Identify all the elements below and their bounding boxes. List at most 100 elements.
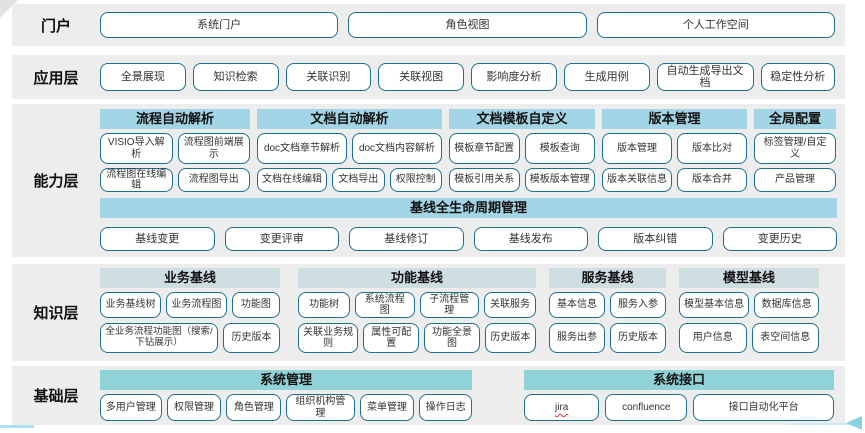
band-portal: 门户 系统门户 角色视图 个人工作空间	[12, 4, 845, 46]
jira-label: jira	[555, 401, 569, 413]
group-global-config: 全局配置 标签管理/自定义 产品管理	[754, 109, 836, 192]
group-function-baseline: 功能基线 功能树 系统流程图 子流程管理 关联服务 关联业务规则 属性可配置 功…	[298, 268, 536, 357]
cap-box: 模板章节配置	[449, 133, 520, 164]
kn-box: 用户信息	[679, 323, 747, 353]
knowledge-layer-label: 知识层	[33, 305, 79, 322]
application-items: 全景展现 知识检索 关联识别 关联视图 影响度分析 生成用例 自动生成导出文档 …	[100, 55, 845, 99]
cap-box: 模板引用关系	[449, 168, 520, 192]
band-application: 应用层 全景展现 知识检索 关联识别 关联视图 影响度分析 生成用例 自动生成导…	[12, 55, 845, 99]
kn-box: 服务入参	[610, 292, 666, 318]
bottom-right-line	[790, 423, 850, 425]
group-document-auto-parse: 文档自动解析 doc文档章节解析 doc文档内容解析 文档在线编辑 文档导出 权…	[257, 109, 442, 192]
cap-box: 流程图前端展示	[177, 133, 250, 164]
base-box: 操作日志	[419, 394, 473, 421]
bottom-left-line	[0, 425, 34, 428]
left-arrow-icon	[846, 416, 862, 430]
portal-items: 系统门户 角色视图 个人工作空间	[100, 4, 845, 46]
group-header: 功能基线	[298, 268, 536, 288]
kn-box: 系统流程图	[355, 292, 415, 318]
capability-groups: 流程自动解析 VISIO导入解析 流程图前端展示 流程图在线编辑 流程图导出 文…	[100, 109, 837, 192]
app-box: 关联识别	[285, 63, 372, 91]
app-box: 知识检索	[192, 63, 279, 91]
group-header: 文档模板自定义	[449, 109, 595, 129]
group-header: 文档自动解析	[257, 109, 442, 129]
spacer	[280, 268, 298, 357]
portal-box-personal-workspace: 个人工作空间	[596, 12, 835, 38]
baseline-box: 基线变更	[100, 227, 215, 251]
portal-layer-label: 门户	[40, 17, 71, 35]
group-process-auto-parse: 流程自动解析 VISIO导入解析 流程图前端展示 流程图在线编辑 流程图导出	[100, 109, 250, 192]
cap-box: VISIO导入解析	[100, 133, 173, 164]
band-base: 基础层 系统管理 多用户管理 权限管理 角色管理 组织机构管理 菜单管理 操作日…	[12, 366, 845, 425]
kn-box: 业务流程图	[165, 292, 227, 318]
knowledge-items: 业务基线 业务基线树 业务流程图 功能图 全业务流程功能图（搜索/下钻展示） 历…	[100, 264, 845, 361]
spacer	[666, 268, 679, 357]
group-version-management: 版本管理 版本管理 版本比对 版本关联信息 版本合并	[602, 109, 747, 192]
group-header: 模型基线	[679, 268, 819, 288]
baseline-box: 基线修订	[349, 227, 464, 251]
cap-box: 版本比对	[677, 133, 747, 164]
cap-box: 文档在线编辑	[257, 168, 327, 192]
app-box: 关联视图	[378, 63, 464, 91]
group-header: 业务基线	[100, 268, 280, 288]
base-box: 角色管理	[226, 394, 282, 421]
cap-box: 产品管理	[754, 168, 836, 192]
kn-box: 功能图	[231, 292, 280, 318]
base-box-confluence: confluence	[605, 394, 688, 421]
band-knowledge: 知识层 业务基线 业务基线树 业务流程图 功能图 全业务流程功能图（搜索/下钻展…	[12, 264, 845, 361]
cap-box: 模板版本管理	[524, 168, 595, 192]
kn-box: 历史版本	[484, 323, 536, 353]
kn-box: 全业务流程功能图（搜索/下钻展示）	[100, 323, 219, 353]
kn-box: 关联服务	[483, 292, 536, 318]
kn-box: 历史版本	[610, 323, 666, 353]
cap-box: 版本管理	[602, 133, 672, 164]
baseline-box: 基线发布	[473, 227, 588, 251]
cap-box: 权限控制	[389, 168, 442, 192]
kn-box: 表空间信息	[751, 323, 819, 353]
kn-box: 功能全景图	[424, 323, 480, 353]
base-items: 系统管理 多用户管理 权限管理 角色管理 组织机构管理 菜单管理 操作日志 系统…	[100, 366, 845, 425]
cap-box: doc文档内容解析	[352, 133, 442, 164]
group-system-interfaces: 系统接口 jira confluence 接口自动化平台	[524, 370, 834, 421]
cap-box: 版本关联信息	[602, 168, 672, 192]
baseline-lifecycle-header: 基线全生命周期管理	[100, 198, 837, 218]
group-header: 流程自动解析	[100, 109, 250, 129]
app-box: 稳定性分析	[760, 63, 835, 91]
kn-box: 基本信息	[549, 292, 605, 318]
app-box: 影响度分析	[471, 63, 557, 91]
base-box: 多用户管理	[100, 394, 162, 421]
group-header: 全局配置	[754, 109, 836, 129]
baseline-box: 变更历史	[722, 227, 837, 251]
cap-box: 文档导出	[332, 168, 385, 192]
group-header: 系统接口	[524, 370, 834, 390]
group-header: 系统管理	[100, 370, 472, 390]
kn-box: 子流程管理	[419, 292, 479, 318]
app-box: 全景展现	[100, 63, 186, 91]
app-box: 自动生成导出文档	[656, 63, 754, 91]
kn-box: 功能树	[298, 292, 351, 318]
group-header: 版本管理	[602, 109, 747, 129]
kn-box: 模型基本信息	[679, 292, 750, 318]
base-box: 菜单管理	[359, 394, 415, 421]
base-box: 组织机构管理	[286, 394, 355, 421]
cap-box: doc文档章节解析	[257, 133, 347, 164]
cap-box: 标签管理/自定义	[754, 133, 836, 164]
group-model-baseline: 模型基线 模型基本信息 数据库信息 用户信息 表空间信息	[679, 268, 819, 357]
kn-box: 属性可配置	[363, 323, 420, 353]
cap-box: 模板查询	[524, 133, 595, 164]
kn-box: 关联业务规则	[298, 323, 359, 353]
capability-layer-label: 能力层	[33, 173, 79, 190]
application-layer-label: 应用层	[33, 69, 79, 87]
kn-box: 业务基线树	[100, 292, 161, 318]
portal-box-system-portal: 系统门户	[100, 12, 339, 38]
spacer	[472, 370, 524, 421]
cap-box: 版本合并	[677, 168, 747, 192]
spacer	[536, 268, 549, 357]
kn-box: 服务出参	[549, 323, 605, 353]
baseline-box: 变更评审	[224, 227, 339, 251]
cap-box: 流程图导出	[177, 168, 250, 192]
group-system-management: 系统管理 多用户管理 权限管理 角色管理 组织机构管理 菜单管理 操作日志	[100, 370, 473, 421]
baseline-box: 版本纠错	[598, 227, 713, 251]
kn-box: 数据库信息	[754, 292, 819, 318]
group-header: 服务基线	[549, 268, 666, 288]
